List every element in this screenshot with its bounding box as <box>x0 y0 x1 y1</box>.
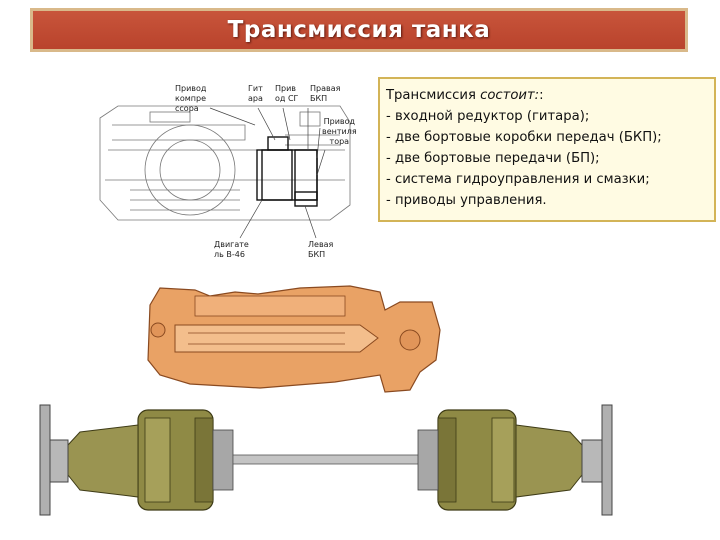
info-item: - система гидроуправления и смазки; <box>386 172 650 187</box>
label-sg-drive: Прив од СГ <box>275 84 299 103</box>
page-title: Трансмиссия танка <box>227 17 491 43</box>
label-left-bkp: Левая БКП <box>308 240 334 259</box>
info-box: Трансмиссия состоит:: - входной редуктор… <box>378 77 716 222</box>
info-item: - входной редуктор (гитара); <box>386 109 590 124</box>
label-guitar: Гит ара <box>248 84 263 103</box>
label-right-bkp: Правая БКП <box>310 84 341 103</box>
info-heading: Трансмиссия состоит:: <box>386 85 708 106</box>
info-heading-plain: Трансмиссия <box>386 88 481 103</box>
info-item: - две бортовые передачи (БП); <box>386 151 600 166</box>
info-item: - приводы управления. <box>386 193 547 208</box>
info-item: - две бортовые коробки передач (БКП); <box>386 130 662 145</box>
label-fan-drive: Привод вентиля тора <box>322 117 357 146</box>
label-compressor-drive: Привод компре ссора <box>175 84 207 113</box>
info-heading-tail: : <box>539 88 544 103</box>
title-bar: Трансмиссия танка <box>30 8 688 52</box>
transmission-illustration <box>39 285 613 516</box>
label-engine: Двигате ль В-46 <box>214 240 249 259</box>
info-heading-italic: состоит: <box>480 88 540 103</box>
